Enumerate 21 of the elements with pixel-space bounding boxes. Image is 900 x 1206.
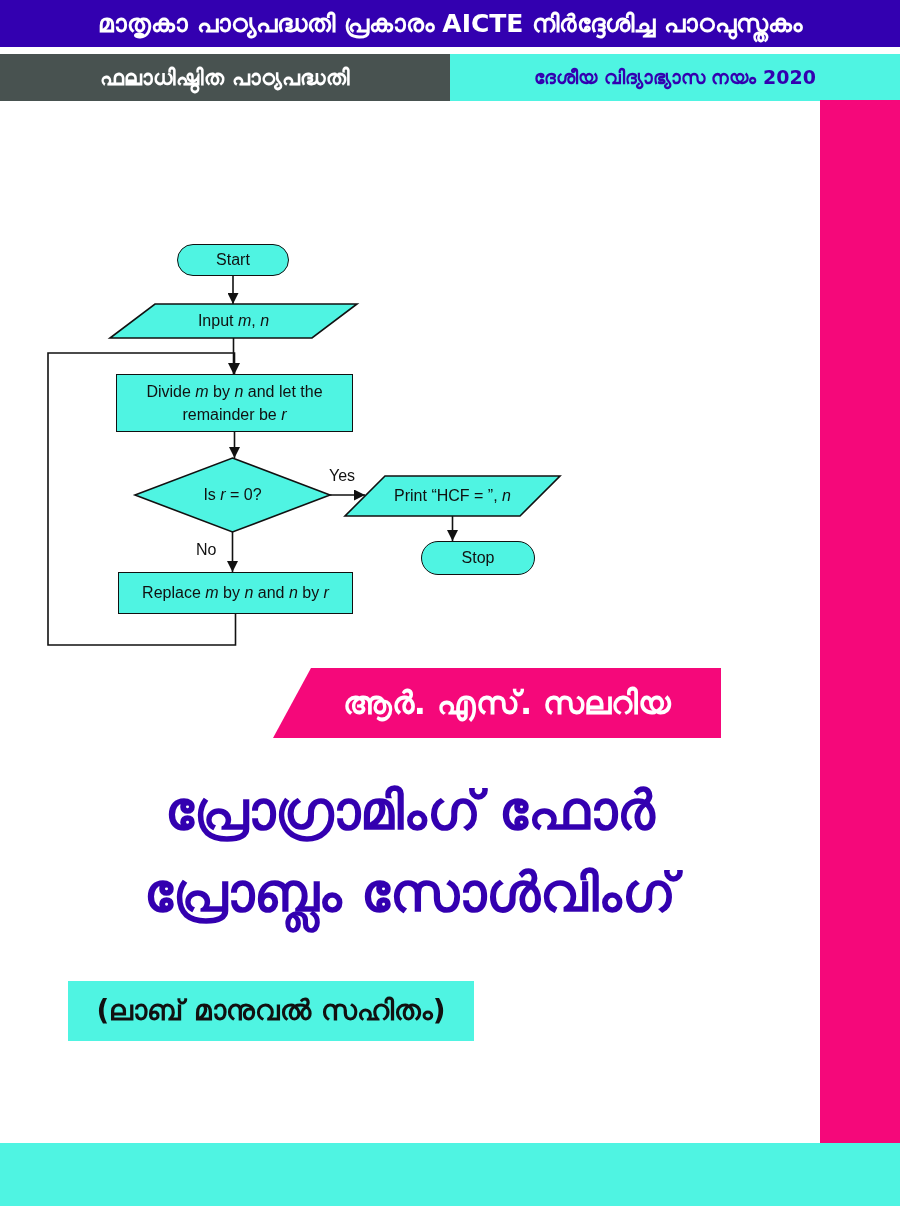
header-band: ദേശീയ വിദ്യാഭ്യാസ നയം 2020 (450, 54, 900, 101)
header-band: ഫലാധിഷ്ഠിത പാഠ്യപദ്ധതി (0, 54, 450, 101)
arrow (47, 352, 240, 646)
input-parallelogram: Input m, n (110, 304, 357, 338)
author-banner: ആർ. എസ്. സലറിയ (273, 668, 721, 738)
header-band: മാതൃകാ പാഠ്യപദ്ധതി പ്രകാരം AICTE നിർദ്ദേശിച്ച പാഠപുസ്തകം (0, 0, 900, 47)
arrow (227, 275, 239, 305)
terminal-box: Start (177, 244, 289, 276)
arrow (329, 489, 366, 501)
book-title: പ്രോഗ്രാമിംഗ് ഫോർ പ്രോബ്ലം സോൾവിംഗ് (60, 770, 760, 934)
process-box: Divide m by n and let the remainder be r (116, 374, 353, 432)
terminal-box: Stop (421, 541, 535, 575)
arrow (229, 431, 240, 459)
subtitle-box: (ലാബ് മാനുവൽ സഹിതം) (68, 981, 474, 1041)
side-bar (820, 100, 900, 1143)
edge-label: No (196, 540, 217, 560)
decision-diamond: Is r = 0? (135, 458, 330, 532)
arrow (227, 531, 238, 573)
process-box: Replace m by n and n by r (118, 572, 353, 614)
bottom-band (0, 1143, 900, 1206)
arrow (447, 515, 458, 542)
